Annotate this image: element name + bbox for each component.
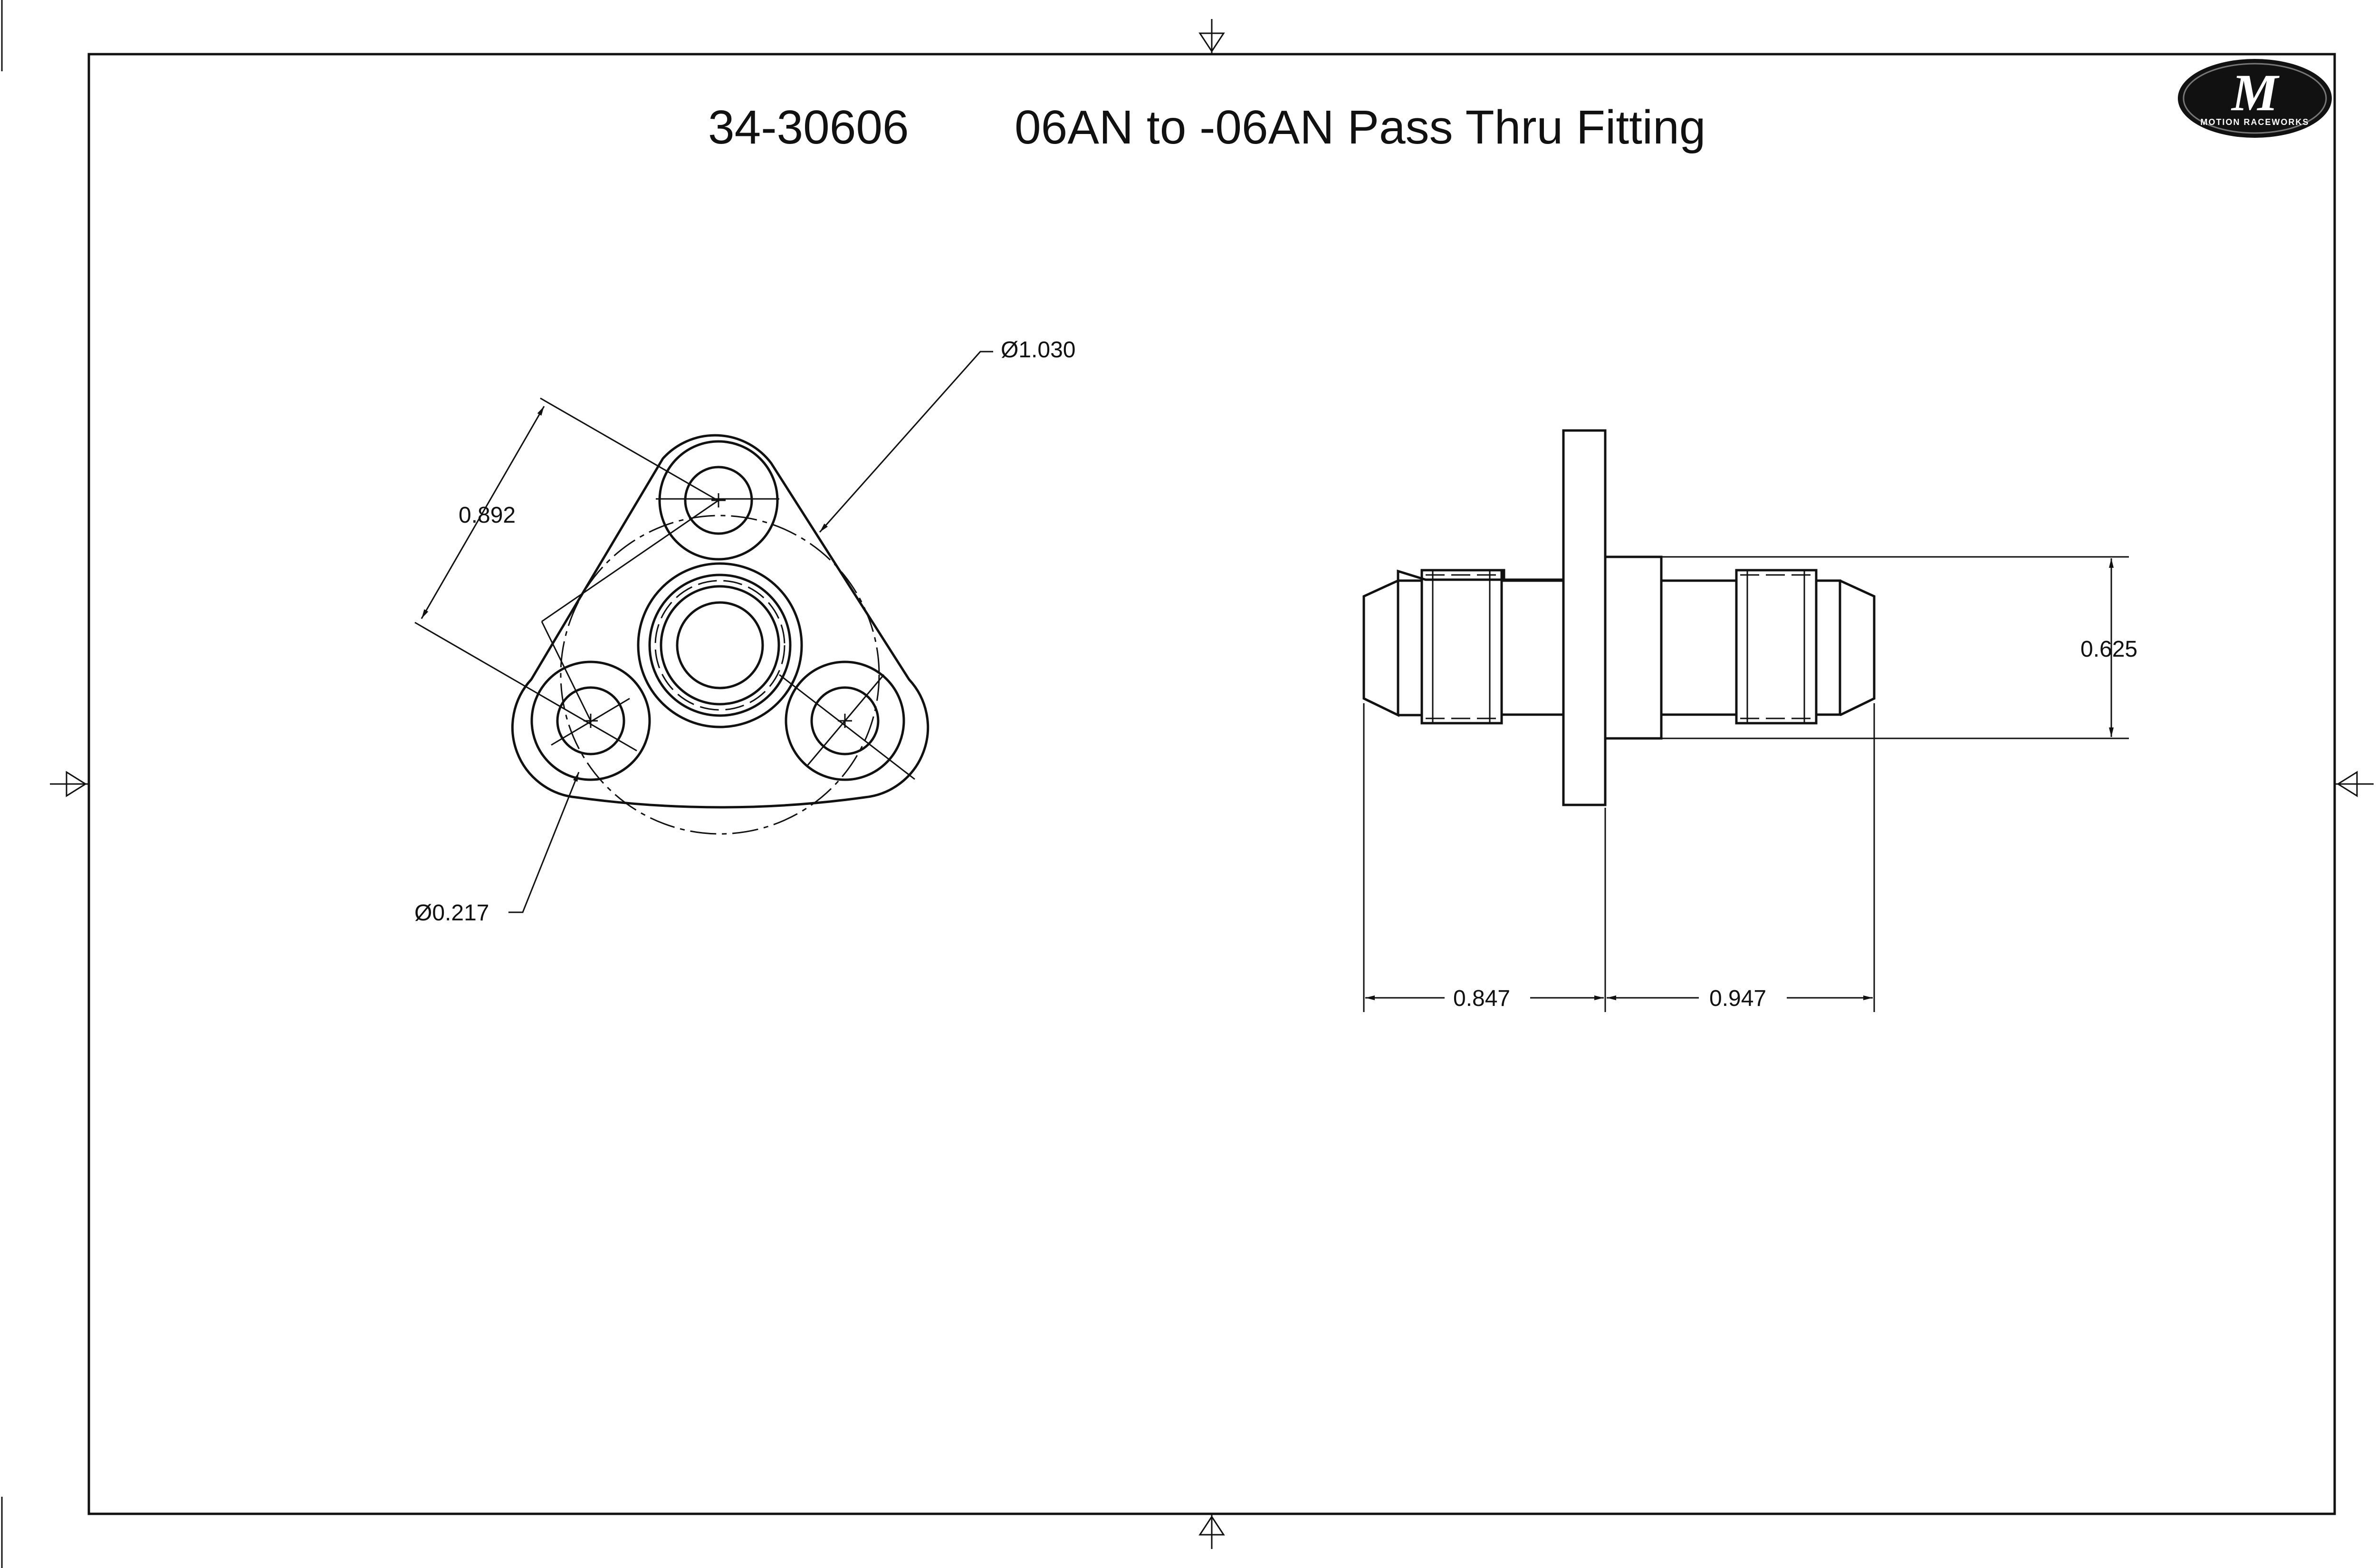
left-length-label: 0.847 [1453,986,1510,1011]
right-fitting [1604,555,1876,740]
right-length-label: 0.947 [1709,986,1766,1011]
flange-plate [1562,429,1607,806]
logo-letter: M [2231,64,2280,122]
centering-mark-arrow-right [2335,771,2374,797]
bolt-circle [560,515,880,835]
central-fitting [637,562,803,728]
flange-outline [511,434,929,809]
drawing-title: 06AN to -06AN Pass Thru Fitting [1015,101,1705,154]
hole-spacing-label: 0.892 [459,503,516,528]
bolt-hole-diameter-label: Ø0.217 [414,900,489,926]
front-view: 0.892 Ø1.030 Ø0.217 [414,337,1075,926]
part-number: 34-30606 [708,101,909,154]
centering-mark-arrow-left [50,771,89,797]
flange-diameter-label: Ø1.030 [1001,337,1075,363]
logo-brand: MOTION RACEWORKS [2201,117,2309,127]
left-fitting [1362,569,1565,725]
centering-mark-arrow-top [1198,19,1225,54]
logo-emblem: M MOTION RACEWORKS [2178,59,2332,138]
fitting-diameter-label: 0.625 [2080,637,2137,662]
side-view: 0.625 0.847 0.947 [1362,429,2137,1012]
drawing-border [87,53,2336,1515]
centering-mark-arrow-bottom [1198,1514,1225,1549]
